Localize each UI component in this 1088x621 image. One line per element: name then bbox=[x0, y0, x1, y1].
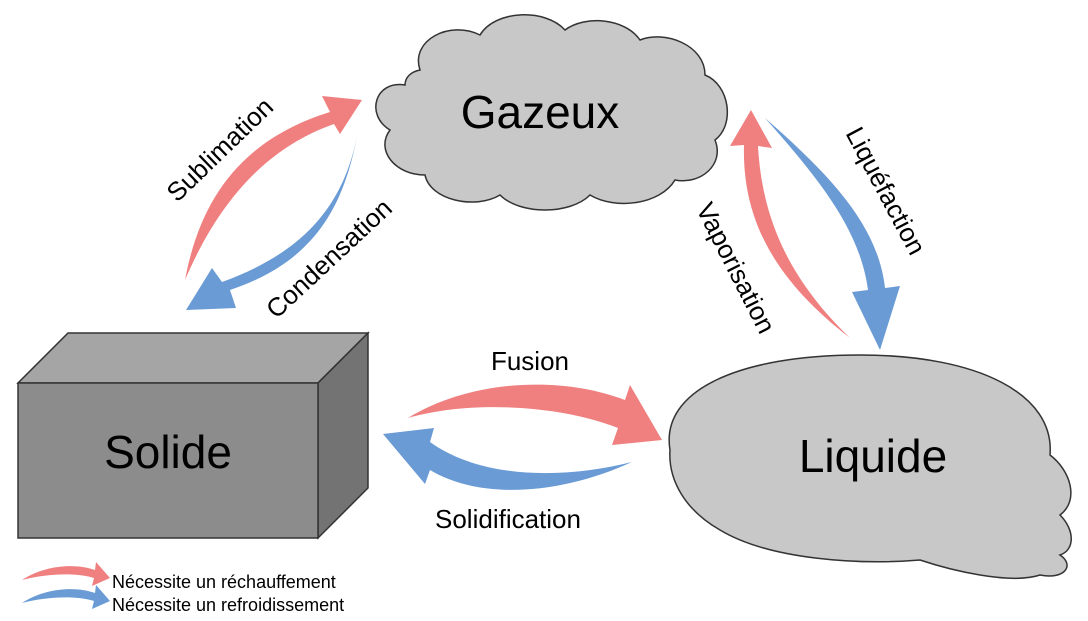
vaporisation-arrow bbox=[730, 110, 850, 338]
solid-box-top bbox=[16, 332, 370, 384]
solid-box: Solide bbox=[16, 331, 370, 540]
liquefaction-arrow bbox=[765, 118, 900, 350]
gas-cloud-shape bbox=[375, 14, 729, 211]
gas-label: Gazeux bbox=[461, 86, 620, 138]
legend-cooling-arrow bbox=[22, 585, 110, 609]
legend-cooling-label: Nécessite un refroidissement bbox=[112, 595, 344, 615]
liquid-puddle-shape bbox=[668, 354, 1072, 580]
legend-heating-arrow bbox=[22, 562, 110, 586]
solidification-arrow bbox=[383, 428, 632, 490]
liquid-label: Liquide bbox=[799, 430, 947, 482]
solidification-label: Solidification bbox=[435, 504, 581, 534]
legend: Nécessite un réchauffement Nécessite un … bbox=[22, 562, 344, 615]
legend-heating-label: Nécessite un réchauffement bbox=[112, 572, 336, 592]
solid-label: Solide bbox=[104, 426, 232, 478]
liquid-puddle: Liquide bbox=[668, 354, 1072, 580]
fusion-label: Fusion bbox=[491, 346, 569, 376]
sublimation-arrow bbox=[185, 96, 362, 280]
gas-cloud: Gazeux bbox=[375, 14, 729, 211]
fusion-arrow bbox=[408, 384, 662, 445]
solid-box-front bbox=[17, 382, 319, 539]
condensation-arrow bbox=[186, 132, 358, 310]
